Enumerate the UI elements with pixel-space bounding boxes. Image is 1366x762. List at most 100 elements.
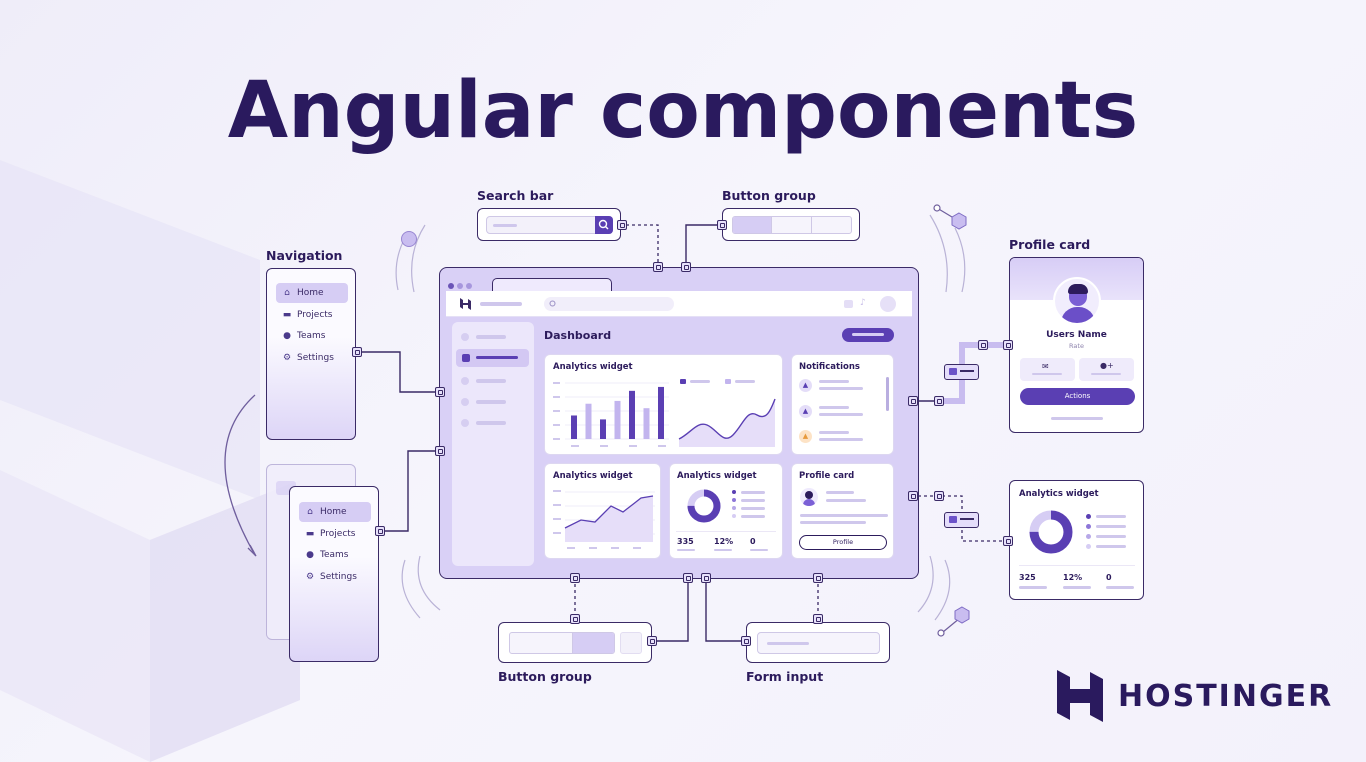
add-user-icon: ●+ [1100,361,1114,370]
y-tick [553,382,560,384]
actions-button[interactable]: Actions [1020,388,1135,405]
message-button[interactable]: ✉ [1020,358,1075,381]
hostinger-logo-small [460,298,471,310]
window-controls [448,274,472,293]
button-group-option-2[interactable] [772,217,812,233]
profile-card-widget: Profile card Profile [791,463,894,559]
button-group-option-3[interactable] [812,217,851,233]
widget-title: Analytics widget [1019,489,1099,499]
y-tick [553,438,560,440]
gear-icon: ⚙ [282,352,292,363]
bell-icon: ▲ [799,430,812,443]
nav-item-label: Projects [297,309,333,320]
teams-icon: ● [306,550,314,560]
profile-button[interactable]: Profile [799,535,887,550]
label-form-input: Form input [746,669,824,684]
nav-item-projects[interactable]: ▬ Projects [276,305,348,325]
stat-value: 325 [1019,573,1036,582]
home-icon: ⌂ [284,288,290,298]
search-button[interactable] [595,216,613,234]
app-search-input[interactable] [544,297,674,311]
connector-node [978,340,988,350]
button-group-option-1[interactable] [733,217,773,233]
nav-item-settings[interactable]: ⚙ Settings [276,348,348,368]
nav-item-settings[interactable]: ⚙Settings [299,567,371,587]
search-icon [598,219,609,230]
stat-value: 335 [677,537,694,546]
y-tick [553,396,560,398]
bar [571,415,577,439]
connector-node [570,573,580,583]
scrollbar[interactable] [886,377,889,411]
stat-value: 12% [1063,573,1083,582]
nav-item-teams[interactable]: ● Teams [276,326,348,346]
connector-node [908,491,918,501]
nav-item-teams[interactable]: ● Teams [299,545,371,565]
connector-node [813,614,823,624]
connector-node [1003,536,1013,546]
grid-icon[interactable] [844,300,853,308]
sidebar-item-active[interactable] [456,349,529,367]
bar [629,390,635,439]
label-button-group-bottom: Button group [498,669,592,684]
mini-component-card [944,364,979,380]
stat-value: 0 [1106,573,1112,582]
nav-item-label: Teams [320,550,349,560]
bell-icon[interactable]: ♪ [860,298,866,308]
search-input[interactable] [486,216,613,234]
analytics-widget-1: Analytics widget [544,354,783,455]
avatar [800,488,818,506]
connector-node [683,573,693,583]
x-tick [629,445,637,447]
widget-title: Analytics widget [553,471,633,481]
button-group-option-2[interactable] [572,633,614,653]
profile-role: Rate [1069,342,1084,350]
button-group-bottom-component [498,622,652,663]
nav-item-label: Teams [297,331,326,341]
x-tick [600,445,608,447]
home-icon: ⌂ [307,507,313,517]
donut-chart [687,489,721,523]
search-bar-component [477,208,621,241]
label-button-group-top: Button group [722,188,816,203]
y-tick [553,424,560,426]
gear-icon: ⚙ [305,571,315,582]
bar [614,400,621,439]
bar [643,408,650,439]
analytics-widget-2: Analytics widget [544,463,661,559]
x-tick [571,445,579,447]
folder-icon: ▬ [282,309,292,320]
label-navigation: Navigation [266,248,343,263]
nav-item-label: Settings [297,352,334,363]
nav-item-projects[interactable]: ▬Projects [299,524,371,544]
form-input-field[interactable] [757,632,880,654]
mail-icon: ✉ [1042,362,1049,371]
connector-node [570,614,580,624]
profile-name: Users Name [1046,330,1107,340]
stat-value: 12% [714,537,734,546]
connector-node [647,636,657,646]
nav-item-home[interactable]: ⌂Home [299,502,371,522]
hostinger-logo-icon [1057,670,1103,722]
app-topbar: ♪ [446,291,912,317]
button-group-option-3[interactable] [620,632,642,654]
bar [585,403,592,439]
avatar[interactable] [880,296,896,312]
bar [600,419,606,439]
connector-node [435,446,445,456]
analytics-widget-component: Analytics widget 325 12% 0 [1009,480,1144,600]
teams-icon: ● [283,331,291,341]
nav-item-home[interactable]: ⌂ Home [276,283,348,303]
page-title: Angular components [227,66,1139,156]
avatar [1053,277,1101,325]
nav-item-label: Home [297,288,324,298]
connector-node [934,491,944,501]
dashboard-action-button[interactable] [842,328,894,342]
button-group-option-1[interactable] [510,633,573,653]
notifications-widget: Notifications ▲ ▲ ▲ [791,354,894,455]
connector-node [435,387,445,397]
bar [658,386,664,439]
add-user-button[interactable]: ●+ [1079,358,1134,381]
y-tick [553,410,560,412]
browser-tab[interactable] [492,278,612,292]
